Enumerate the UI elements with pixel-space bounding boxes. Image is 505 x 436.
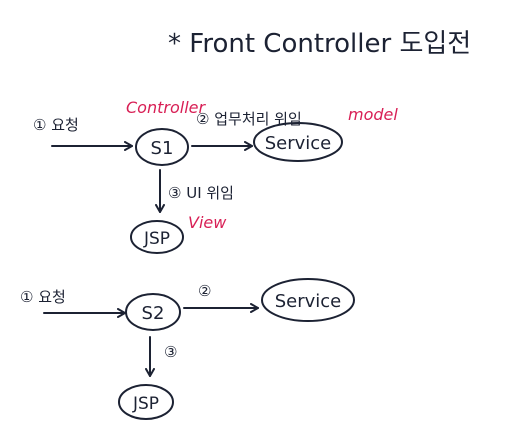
top-jsp-label: JSP [143, 229, 170, 249]
diagram-title: * Front Controller 도입전 [168, 29, 471, 59]
top-jsp-node [130, 220, 184, 254]
bottom-jsp-label: JSP [132, 394, 159, 414]
s2-node [125, 293, 181, 331]
bottom-service-label: Service [275, 291, 342, 312]
top-service-node [253, 122, 343, 162]
view-tag: View [188, 213, 227, 232]
top-step1-label: ① 요청 [33, 116, 79, 134]
bottom-jsp-node [118, 384, 174, 420]
top-step3-label: ③ UI 위임 [168, 184, 234, 202]
top-service-label: Service [265, 133, 332, 154]
top-step2-label: ② 업무처리 위임 [196, 110, 302, 128]
controller-tag: Controller [126, 98, 206, 117]
bottom-step3-label: ③ [164, 343, 177, 361]
s2-label: S2 [142, 303, 165, 324]
model-tag: model [348, 105, 398, 124]
bottom-service-node [261, 278, 355, 322]
s1-label: S1 [151, 138, 174, 159]
bottom-step2-label: ② [198, 282, 211, 300]
bottom-step1-label: ① 요청 [20, 288, 66, 306]
s1-node [135, 128, 189, 166]
